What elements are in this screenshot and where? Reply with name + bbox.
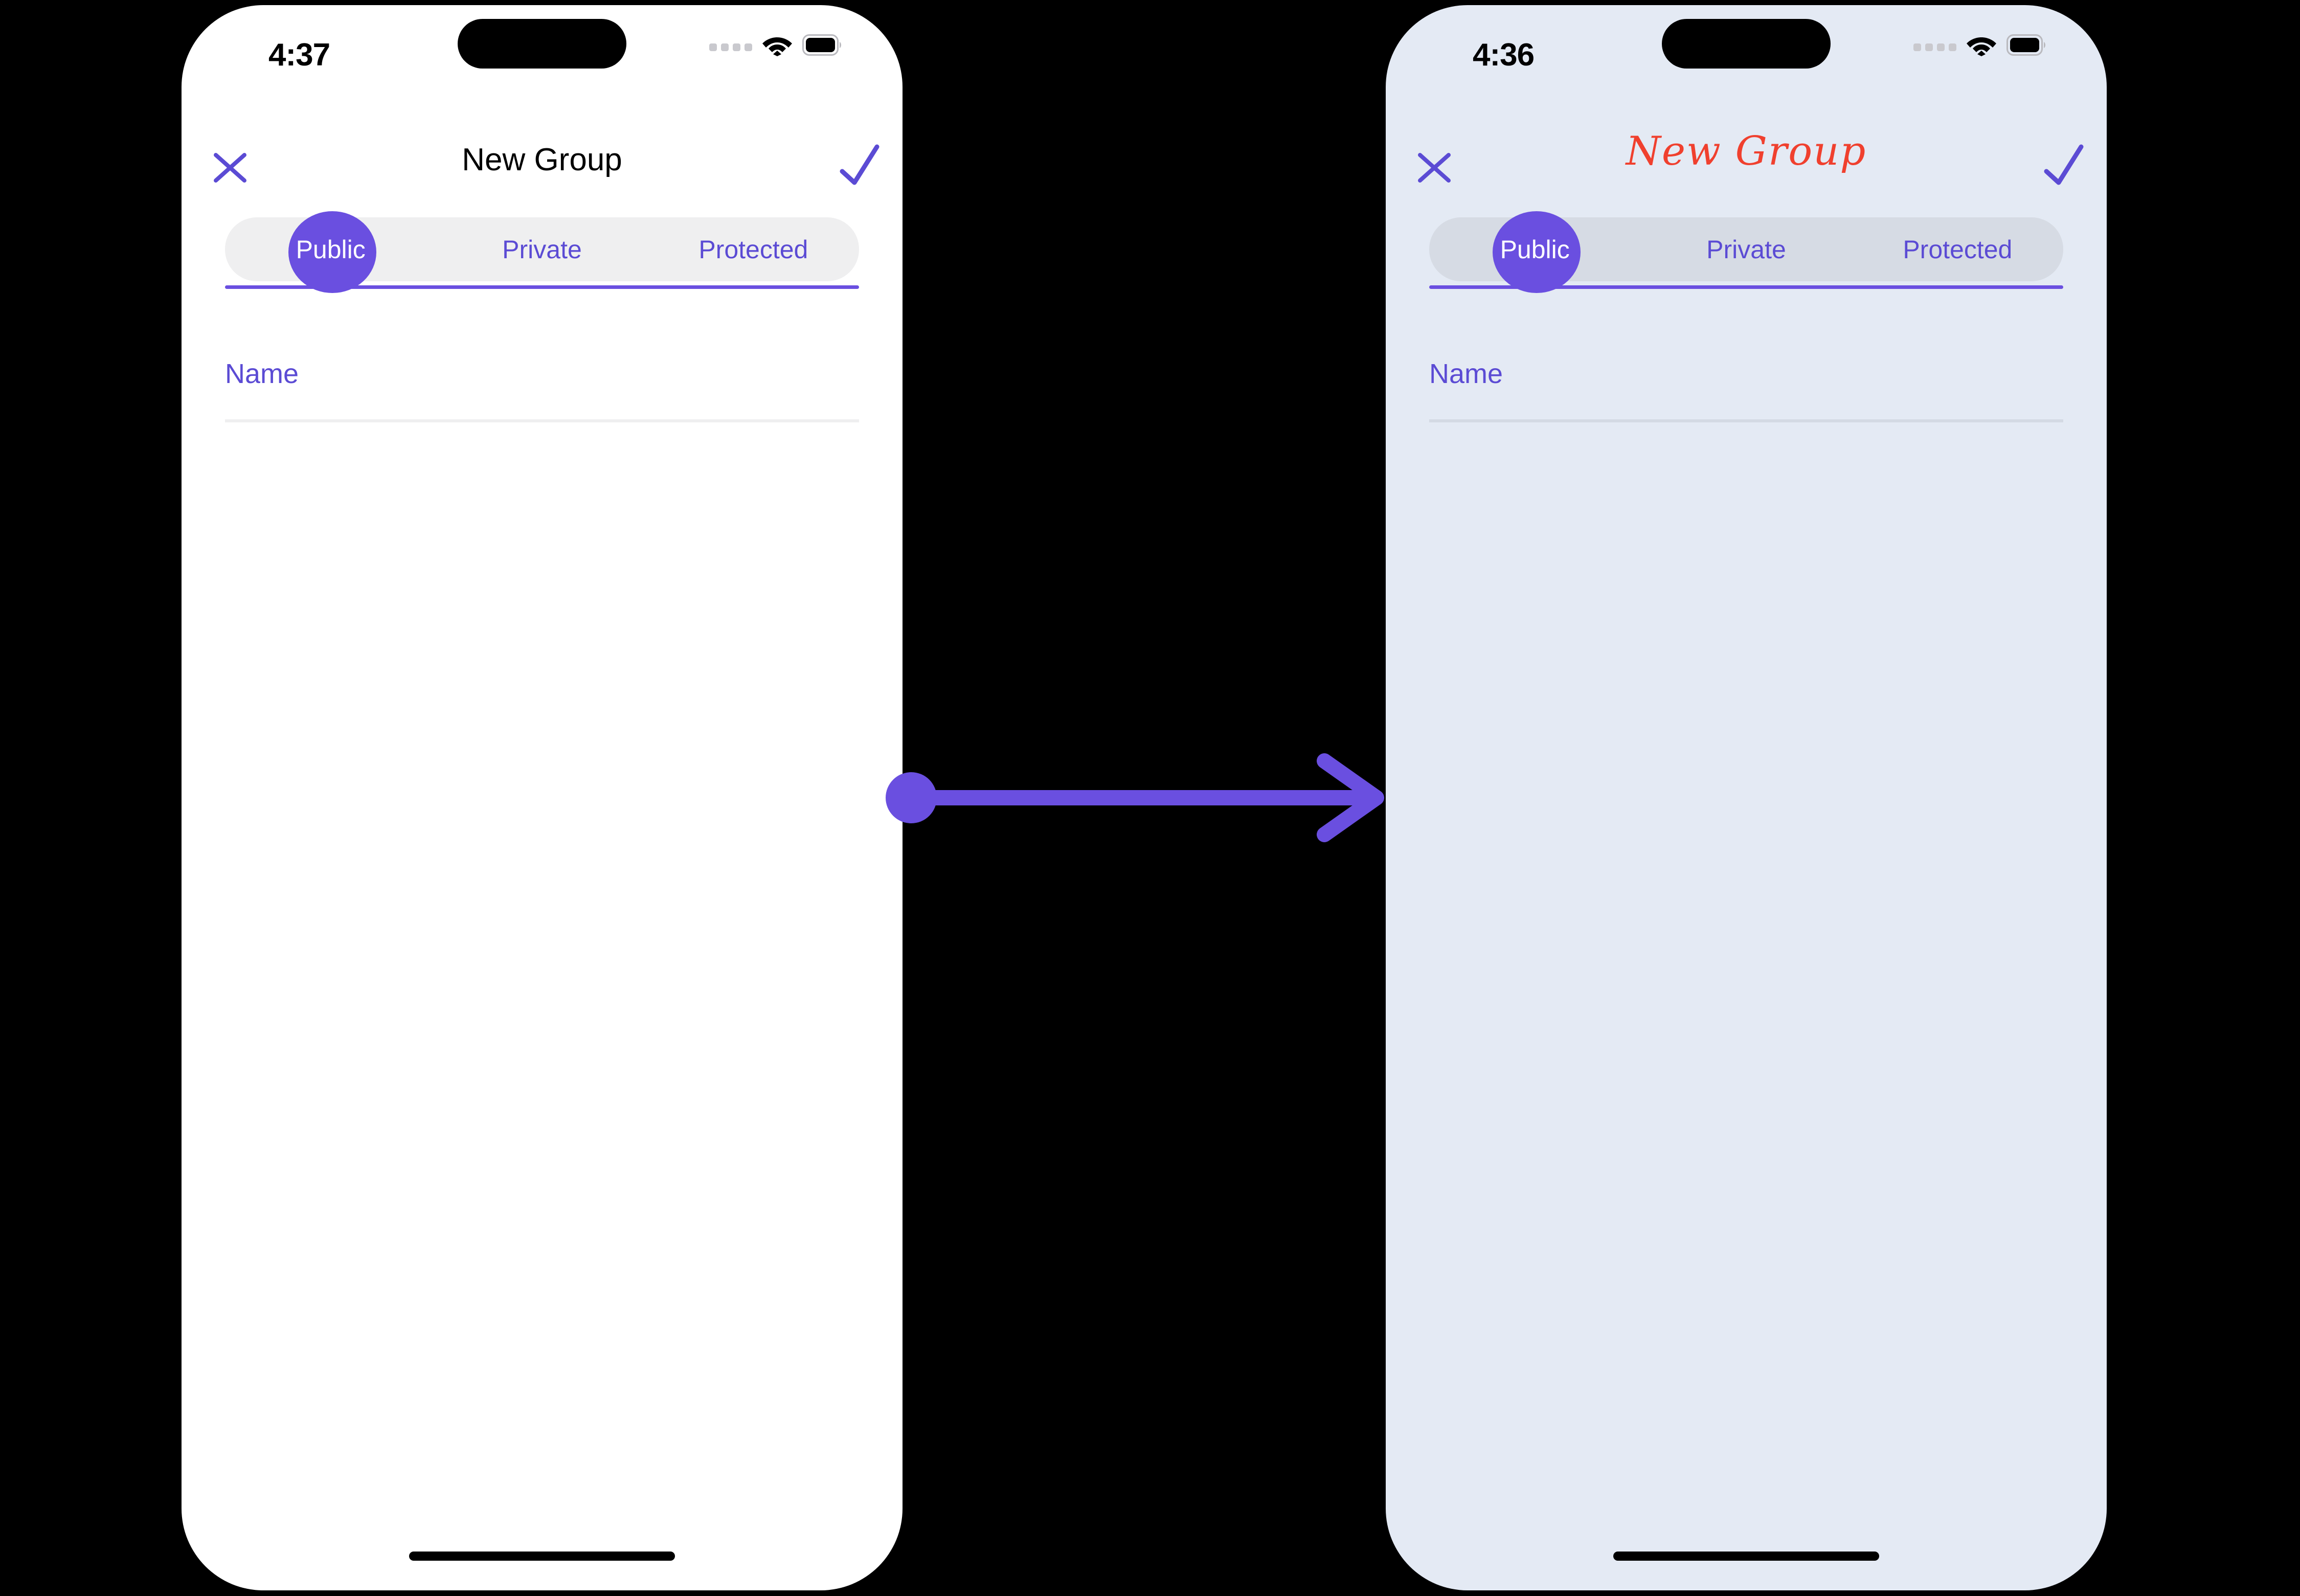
segmented-underline xyxy=(225,285,859,289)
tab-public[interactable]: Public xyxy=(1500,235,1570,264)
nav-bar-after: New Group xyxy=(1386,128,2107,197)
nav-bar-before: New Group xyxy=(182,136,903,197)
tab-private[interactable]: Private xyxy=(1706,235,1786,264)
name-field-underline xyxy=(225,419,859,422)
close-x-icon[interactable] xyxy=(205,141,256,192)
segmented-underline xyxy=(1429,285,2063,289)
page-title: New Group xyxy=(462,142,622,177)
tab-private[interactable]: Private xyxy=(502,235,582,264)
segmented-track: Public Private Protected xyxy=(225,211,859,293)
status-time: 4:36 xyxy=(1473,37,1535,73)
home-indicator xyxy=(409,1552,675,1561)
tab-public[interactable]: Public xyxy=(296,235,366,264)
battery-icon xyxy=(802,34,842,56)
battery-icon xyxy=(2006,34,2046,56)
status-icons xyxy=(709,33,842,56)
phone-screen-before: 4:37 xyxy=(182,5,903,1590)
wifi-icon xyxy=(1966,33,1997,56)
status-bar-after: 4:36 xyxy=(1386,5,2107,82)
name-field-label: Name xyxy=(225,358,299,389)
home-indicator xyxy=(1613,1552,1879,1561)
phone-screen-after: 4:36 xyxy=(1386,5,2107,1590)
name-field-underline xyxy=(1429,419,2063,422)
wifi-icon xyxy=(761,33,793,56)
close-x-icon[interactable] xyxy=(1409,141,1460,192)
tab-protected[interactable]: Protected xyxy=(1903,235,2013,264)
segmented-control-after: Public Private Protected xyxy=(1429,211,2063,293)
page-title: New Group xyxy=(1626,128,1867,174)
segmented-selection-indicator xyxy=(1493,211,1581,293)
signal-dots-icon xyxy=(709,43,752,51)
right-arrow-icon xyxy=(885,752,1396,844)
segmented-selection-indicator xyxy=(288,211,376,293)
checkmark-icon[interactable] xyxy=(2035,136,2091,192)
name-field-label: Name xyxy=(1429,358,1503,389)
name-field-before[interactable]: Name xyxy=(225,358,859,424)
checkmark-icon[interactable] xyxy=(831,136,887,192)
dynamic-island xyxy=(458,19,626,69)
name-field-after[interactable]: Name xyxy=(1429,358,2063,424)
signal-dots-icon xyxy=(1913,43,1956,51)
segmented-track: Public Private Protected xyxy=(1429,211,2063,293)
status-bar-before: 4:37 xyxy=(182,5,903,82)
segmented-control-before: Public Private Protected xyxy=(225,211,859,293)
status-icons xyxy=(1913,33,2046,56)
dynamic-island xyxy=(1662,19,1831,69)
tab-protected[interactable]: Protected xyxy=(698,235,808,264)
status-time: 4:37 xyxy=(268,37,330,73)
